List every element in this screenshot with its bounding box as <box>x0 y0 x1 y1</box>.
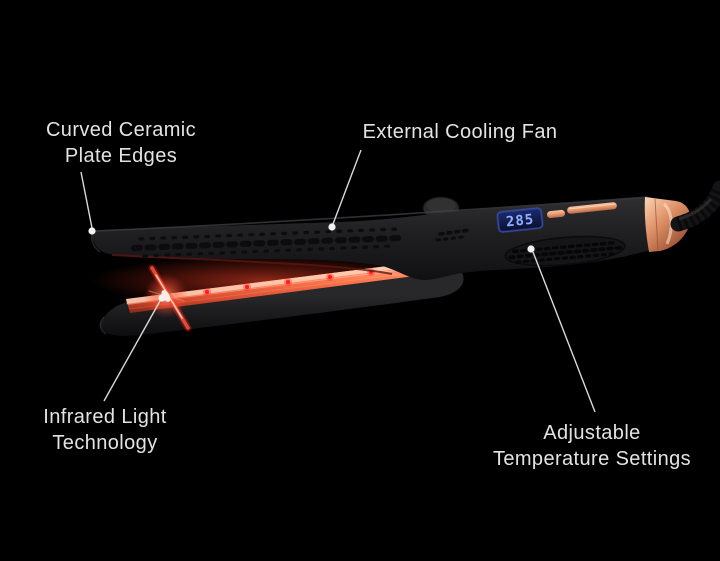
infrared-flare <box>144 264 192 332</box>
display-value: 285 <box>505 212 535 231</box>
button-small <box>547 209 565 219</box>
label-line: Temperature Settings <box>492 448 692 470</box>
leader-line-external-fan <box>332 149 362 225</box>
callout-dots <box>88 223 535 302</box>
anchor-dot-curved-ceramic <box>88 227 96 235</box>
cooling-vent-holes <box>131 227 472 258</box>
anchor-dot-infrared <box>158 294 166 302</box>
leader-line-curved-ceramic <box>80 171 93 229</box>
label-line: Technology <box>52 432 158 454</box>
label-line: Curved Ceramic <box>45 119 197 141</box>
label-curved-ceramic-plate-edges: Curved Ceramic Plate Edges <box>21 117 221 169</box>
label-external-cooling-fan: External Cooling Fan <box>340 119 580 145</box>
lower-arm-tip-highlight <box>99 316 107 335</box>
callout-lines <box>80 149 596 413</box>
label-line: Adjustable <box>543 422 641 444</box>
underside-red-reflection <box>111 254 393 275</box>
anchor-dot-temperature <box>527 245 535 253</box>
label-line: Plate Edges <box>64 145 178 167</box>
anchor-dot-external-fan <box>328 223 336 231</box>
control-buttons <box>547 202 617 219</box>
power-cable <box>670 180 720 232</box>
leader-line-infrared <box>103 300 161 402</box>
end-cap <box>644 197 691 252</box>
label-line: Infrared Light <box>43 406 167 428</box>
label-adjustable-temperature-settings: Adjustable Temperature Settings <box>472 420 712 472</box>
flat-iron: 285 <box>90 180 720 336</box>
leader-line-temperature <box>532 251 596 413</box>
label-line: External Cooling Fan <box>362 121 558 143</box>
label-infrared-light-technology: Infrared Light Technology <box>5 404 205 456</box>
temperature-display: 285 <box>496 206 544 234</box>
top-ridge-highlight <box>94 196 649 232</box>
